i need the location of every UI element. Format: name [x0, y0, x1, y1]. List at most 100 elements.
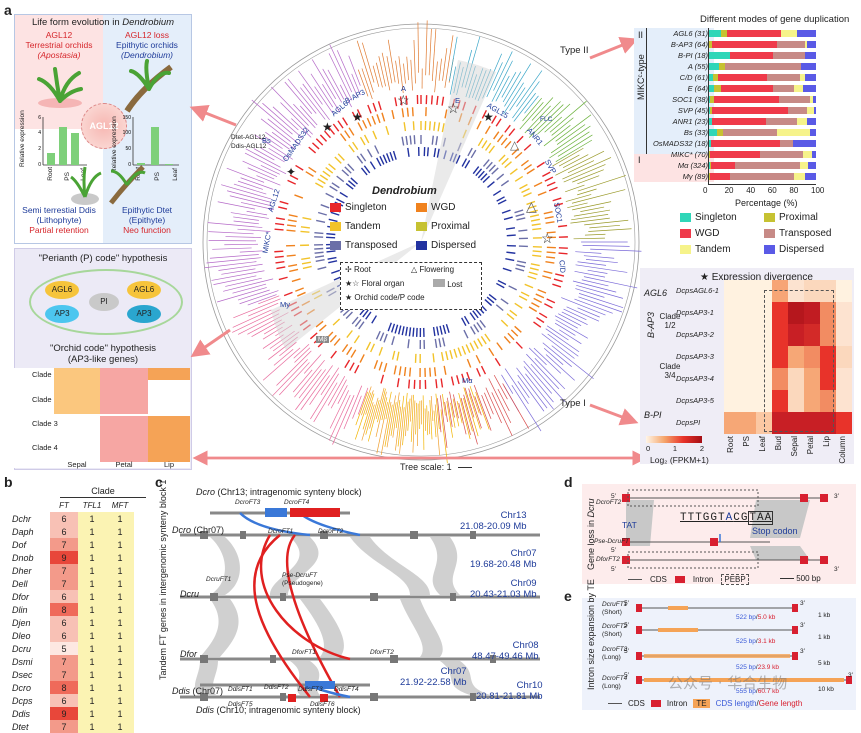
group-roman-ii: II [638, 30, 643, 40]
expr-cell-6-0 [724, 412, 740, 434]
gene-dforft1: DforFT1 [292, 649, 316, 656]
expr-gene-4: DcpsAP3-4 [676, 374, 714, 383]
panel-d-5p-2: 5′ [611, 547, 616, 554]
panel-letter-b: b [4, 474, 13, 490]
group-roman-i: I [638, 155, 641, 165]
expr-cell-0-7 [836, 280, 852, 302]
ft-count: 7 [50, 720, 78, 733]
dup-bar-5-wgd [721, 85, 773, 92]
tfl1-count: 1 [78, 603, 106, 616]
expr-cell-3-7 [836, 346, 852, 368]
dup-leg-dispersed: Dispersed [779, 244, 824, 255]
dup-xtick-80: 80 [789, 186, 798, 195]
dup-bar-13-dispersed [805, 173, 816, 180]
dup-xtick-40: 40 [746, 186, 755, 195]
dup-leg-singleton: Singleton [695, 212, 737, 223]
tfl1-count: 1 [78, 590, 106, 603]
clade-species: Dlin [10, 603, 50, 616]
clade-header: Clade [60, 486, 146, 496]
dup-legend: Singleton Proximal WGD Transposed Tandem… [680, 212, 850, 270]
dup-bar-3-transposed [725, 63, 801, 70]
ft-count: 7 [50, 564, 78, 577]
ft-count: 6 [50, 629, 78, 642]
legend-e-genelen: Gene length [759, 699, 803, 708]
expr-cell-5-7 [836, 390, 852, 412]
gene-ddisft6: DdisFT6 [310, 701, 335, 708]
expr-cell-2-0 [724, 324, 740, 346]
panel-d-gene-3: DforFT2 [596, 556, 620, 563]
dup-cat-12: Mα (324) [678, 161, 708, 170]
dup-bar-5-proximal [714, 85, 720, 92]
dup-bars [708, 28, 816, 182]
mft-count: 1 [106, 655, 134, 668]
dup-bar-9-proximal [717, 129, 723, 136]
dup-bar-2-transposed [773, 52, 805, 59]
expr-col-petal: Petal [806, 436, 815, 454]
e-3p-2: 3′ [800, 622, 805, 629]
dup-chart-title: Different modes of gene duplication [700, 14, 849, 25]
gene-dcruft1: DcruFT1 [206, 576, 231, 583]
e-len-3: 525 bp/23.9 kb [736, 664, 779, 671]
clade-species: Dtet [10, 720, 50, 733]
dup-leg-proximal: Proximal [779, 212, 818, 223]
gene-dcroft1: DcroFT1 [268, 528, 293, 535]
tfl1-count: 1 [78, 629, 106, 642]
expr-gene-1: DcpsAP3-1 [676, 308, 714, 317]
sequence-label: TTTGGTACGTAA [680, 512, 773, 524]
expr-group-agl6: AGL6 [644, 288, 667, 298]
clade-species: Djen [10, 616, 50, 629]
tfl1-count: 1 [78, 577, 106, 590]
clade-species: Dher [10, 564, 50, 577]
dup-bar-7-wgd [712, 107, 788, 114]
tfl1-count: 1 [78, 616, 106, 629]
expr-col-leaf: Leaf [758, 436, 767, 452]
dup-cat-5: E (64) [688, 84, 708, 93]
dup-cat-7: SVP (45) [678, 106, 708, 115]
dup-bar-9-singleton [708, 129, 717, 136]
dup-bar-9-transposed [723, 129, 777, 136]
row-label-dfor: Dfor [180, 649, 197, 659]
expr-cell-0-0 [724, 280, 740, 302]
gene-ddisft1: DdisFT1 [228, 686, 253, 693]
tfl1-count: 1 [78, 707, 106, 720]
ft-count: 7 [50, 668, 78, 681]
tfl1-count: 1 [78, 668, 106, 681]
expr-cell-4-7 [836, 368, 852, 390]
row-label-dcru: Dcru [180, 589, 199, 599]
panel-c-side-label: Tandem FT genes in intergenomic synteny … [158, 480, 168, 680]
ft-count: 6 [50, 512, 78, 525]
expr-cell-5-0 [724, 390, 740, 412]
clade-species: Dcru [10, 642, 50, 655]
e-scale-3: 5 kb [818, 660, 830, 667]
expression-colorbar [646, 436, 702, 443]
dup-bar-6-transposed [779, 96, 809, 103]
dup-cat-4: C/D (61) [680, 73, 708, 82]
e-3p-1: 3′ [800, 600, 805, 607]
ft-count: 8 [50, 603, 78, 616]
group-mikc-label: MIKCᶜ-type [636, 54, 646, 100]
tfl1-count: 1 [78, 681, 106, 694]
panel-d-legend: CDS Intron PEBP [628, 574, 749, 585]
ft-count: 8 [50, 681, 78, 694]
expr-col-column: Column [838, 436, 847, 464]
dup-cat-9: Bs (33) [684, 128, 708, 137]
gene-dcroft2: DcroFT2 [318, 528, 343, 535]
dup-bar-6-dispersed [813, 96, 816, 103]
tfl1-count: 1 [78, 551, 106, 564]
clade-species: Dchr [10, 512, 50, 525]
dup-xtick-0: 0 [703, 186, 707, 195]
panel-e-side-label: Intron size expansion by TE [586, 579, 596, 690]
panel-d-3p-1: 3′ [834, 493, 839, 500]
dup-bar-1-wgd [712, 41, 777, 48]
expr-cell-4-1 [740, 368, 756, 390]
